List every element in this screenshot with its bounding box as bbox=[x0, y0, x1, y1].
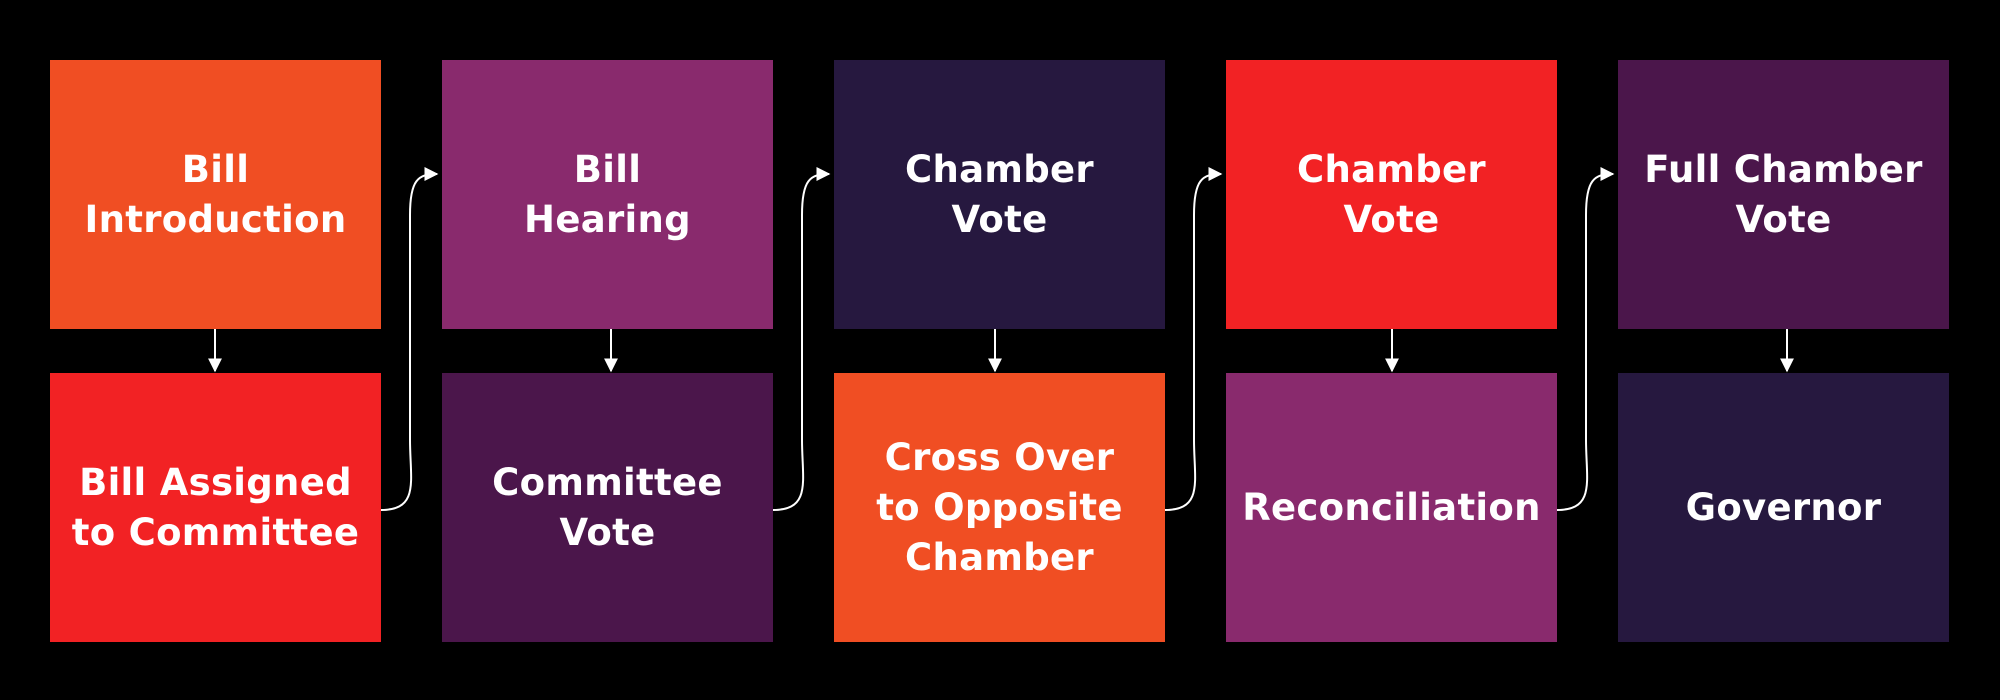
box-committee-vote: Committee Vote bbox=[442, 373, 773, 642]
box-label: Chamber Vote bbox=[905, 147, 1094, 241]
box-cross-over: Cross Over to Opposite Chamber bbox=[834, 373, 1165, 642]
box-full-chamber-vote: Full Chamber Vote bbox=[1618, 60, 1949, 329]
box-chamber-vote-1: Chamber Vote bbox=[834, 60, 1165, 329]
box-label: Bill Introduction bbox=[84, 147, 347, 241]
box-bill-introduction: Bill Introduction bbox=[50, 60, 381, 329]
connector-2-3 bbox=[772, 167, 831, 511]
box-label: Bill Assigned to Committee bbox=[71, 460, 360, 554]
box-chamber-vote-2: Chamber Vote bbox=[1226, 60, 1557, 329]
connector-1-2 bbox=[380, 167, 439, 511]
box-label: Cross Over to Opposite Chamber bbox=[876, 435, 1123, 579]
connector-4-5 bbox=[1556, 167, 1615, 511]
box-governor: Governor bbox=[1618, 373, 1949, 642]
box-bill-hearing: Bill Hearing bbox=[442, 60, 773, 329]
box-reconciliation: Reconciliation bbox=[1226, 373, 1557, 642]
box-label: Bill Hearing bbox=[524, 147, 691, 241]
box-label: Full Chamber Vote bbox=[1644, 147, 1923, 241]
box-bill-assigned-to-committee: Bill Assigned to Committee bbox=[50, 373, 381, 642]
box-label: Reconciliation bbox=[1242, 485, 1541, 529]
connector-3-4 bbox=[1164, 167, 1223, 511]
box-label: Governor bbox=[1685, 485, 1882, 529]
box-label: Committee Vote bbox=[492, 460, 723, 554]
box-label: Chamber Vote bbox=[1297, 147, 1486, 241]
